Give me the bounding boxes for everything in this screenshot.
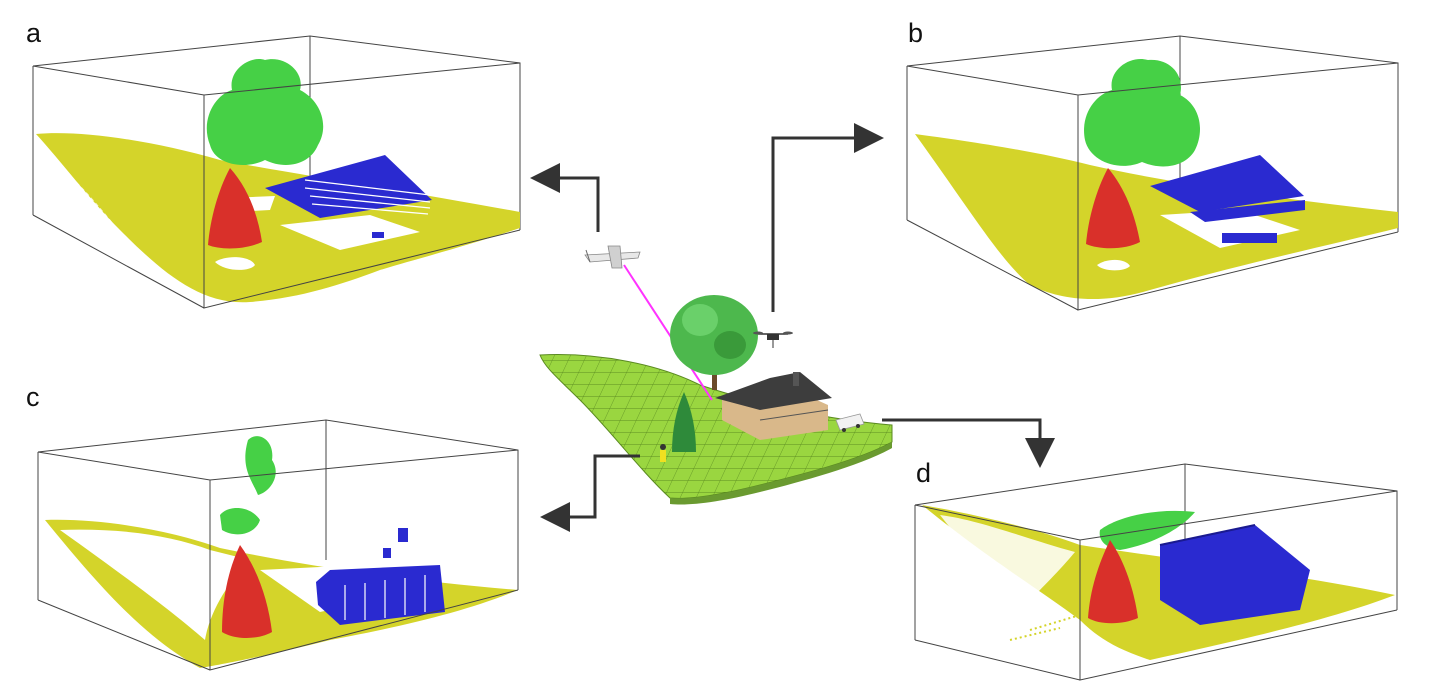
terrain-mesh	[539, 354, 893, 499]
tree-canopy-points-a	[206, 59, 324, 165]
tree-canopy-points-b	[1084, 59, 1200, 167]
tree-canopy-points-c	[245, 436, 276, 495]
point-cloud-panel-b	[906, 35, 1399, 311]
person-icon	[660, 444, 666, 462]
center-scene	[539, 245, 893, 505]
panel-label-c: c	[26, 382, 40, 412]
conifer-points-a	[208, 168, 262, 249]
panel-label-d: d	[916, 458, 932, 488]
arrow-to-a	[530, 163, 600, 232]
building-points-c	[316, 528, 445, 625]
point-cloud-panel-c	[37, 419, 519, 671]
airplane-icon	[584, 245, 641, 269]
house	[715, 372, 832, 440]
point-cloud-panel-d	[914, 463, 1398, 681]
building-points-b	[1150, 155, 1305, 243]
tree-canopy-points-d	[1099, 510, 1195, 550]
drone-icon	[753, 331, 793, 348]
point-cloud-panel-a	[32, 35, 521, 309]
building-points-d	[1159, 524, 1310, 625]
arrow-to-b	[771, 123, 884, 312]
van-icon	[835, 413, 865, 432]
deciduous-tree	[670, 295, 758, 390]
conifer-points-b	[1086, 168, 1140, 249]
conifer-tree	[672, 392, 696, 452]
building-points-a	[265, 155, 432, 238]
arrow-to-d	[882, 418, 1055, 468]
conifer-points-c	[222, 545, 272, 638]
arrow-to-c	[540, 454, 640, 532]
ground-points-b	[915, 134, 1398, 300]
connector-arrows	[530, 123, 1055, 532]
panel-label-a: a	[26, 18, 42, 48]
panel-label-b: b	[908, 18, 924, 48]
conifer-points-d	[1088, 540, 1138, 624]
laser-beam	[623, 264, 713, 401]
